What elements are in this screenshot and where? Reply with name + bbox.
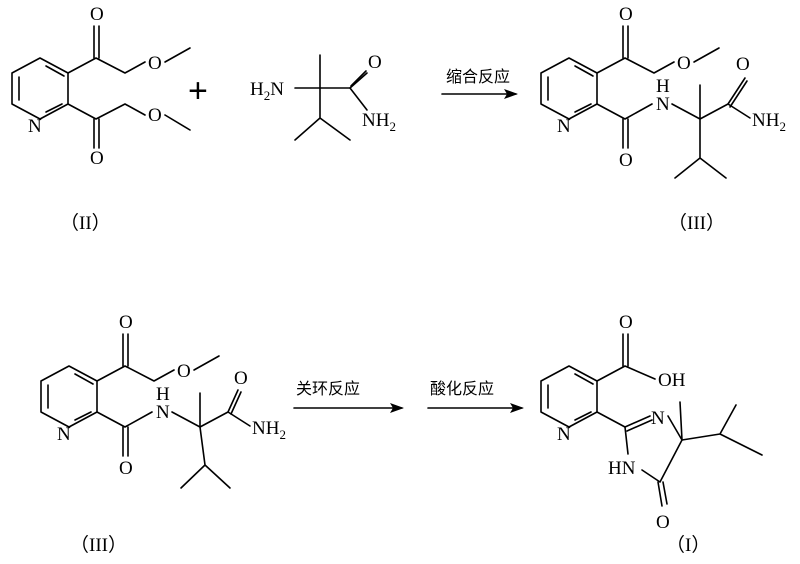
pyridine-n-label: N (557, 116, 571, 137)
compound-label-III: （III） (70, 534, 127, 556)
amide-n-label: N (656, 94, 670, 115)
condition-label-condensation: 缩合反应 (446, 67, 510, 86)
amine-n-label: H2N (250, 79, 284, 103)
pyridine-n-label: N (28, 116, 42, 137)
carbonyl-o-label: O (619, 150, 633, 171)
carbonyl-o-label: O (119, 312, 133, 333)
molecule-II: N O O O O （II） (11, 4, 191, 234)
reaction-arrow-acidification: 酸化反应 (427, 379, 524, 413)
imine-n-label: N (651, 408, 665, 429)
amide-o-label: O (368, 52, 382, 73)
amide-h-label: H (156, 384, 170, 405)
condition-label-acidification: 酸化反应 (430, 379, 494, 398)
compound-label-I: （I） (666, 534, 710, 556)
reaction-arrow-ring-closure: 关环反应 (293, 379, 404, 413)
molecule-I: N O OH N HN O （I） (540, 312, 763, 556)
plus-sign: + (188, 72, 208, 110)
ester-o-label: O (177, 361, 191, 382)
ester-o-label: O (148, 105, 162, 126)
amide-nh2-label: NH2 (362, 110, 396, 134)
amide-nh2-label: NH2 (252, 418, 286, 442)
carbonyl-o-label: O (90, 4, 104, 25)
amide-h-label: H (656, 76, 670, 97)
amide-o-label: O (234, 368, 248, 389)
hydroxyl-label: OH (658, 370, 686, 391)
condition-label-ring-closure: 关环反应 (296, 379, 360, 398)
carbonyl-o-label: O (619, 312, 633, 333)
compound-label-III: （III） (668, 212, 725, 234)
molecule-III-top: N O O O N H O NH2 （III） (540, 4, 786, 234)
amine-hn-label: HN (608, 458, 636, 479)
pyridine-n-label: N (557, 424, 571, 445)
carbonyl-o-label: O (119, 458, 133, 479)
molecule-III-bottom: N O O O N H O NH2 （III） (40, 312, 286, 556)
compound-label-II: （II） (60, 212, 111, 234)
amine-reagent: H2N O NH2 (250, 52, 396, 141)
lactam-o-label: O (656, 512, 670, 533)
amide-o-label: O (736, 54, 750, 75)
amide-n-label: N (156, 402, 170, 423)
amide-nh2-label: NH2 (752, 110, 786, 134)
ester-o-label: O (677, 53, 691, 74)
reaction-arrow-condensation: 缩合反应 (441, 67, 518, 99)
ester-o-label: O (148, 53, 162, 74)
carbonyl-o-label: O (90, 148, 104, 169)
carbonyl-o-label: O (619, 4, 633, 25)
pyridine-n-label: N (57, 424, 71, 445)
